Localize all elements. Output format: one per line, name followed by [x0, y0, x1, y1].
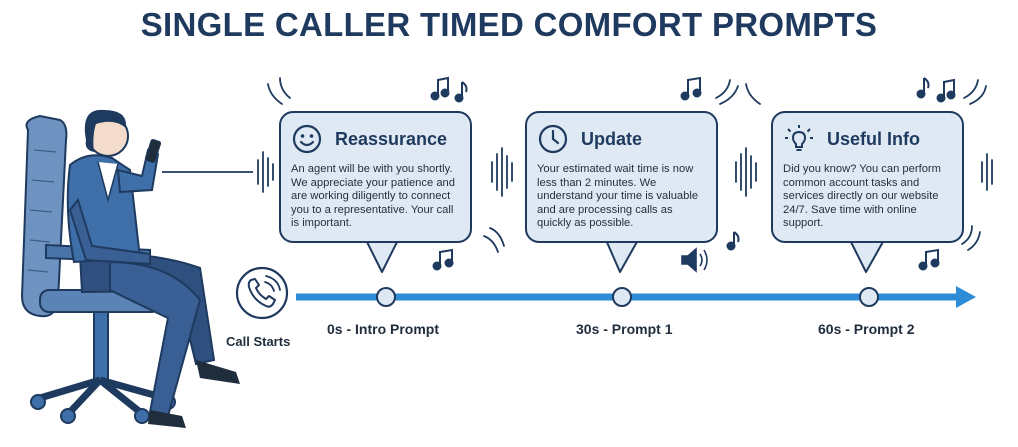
timeline-arrow-head — [956, 286, 976, 308]
timeline-label-30s: 30s - Prompt 1 — [576, 321, 673, 337]
prompt-bubble-update: Update Your estimated wait time is now l… — [525, 111, 718, 243]
prompt-title: Update — [581, 128, 643, 149]
prompt-text: Your estimated wait time is now less tha… — [537, 163, 699, 230]
phone-icon — [235, 266, 289, 320]
timeline-label-60s: 60s - Prompt 2 — [818, 321, 915, 337]
phone — [144, 139, 162, 163]
sound-wave-mid-1 — [491, 147, 513, 197]
timeline-node-0s — [376, 287, 396, 307]
call-starts-label: Call Starts — [226, 334, 291, 349]
prompt-bubble-useful-info: Useful Info Did you know? You can perfor… — [771, 111, 964, 243]
sound-wave-left — [257, 151, 274, 193]
seated-caller-illustration — [20, 109, 240, 428]
sound-arcs — [267, 77, 987, 253]
bubble-tails — [365, 239, 885, 273]
prompt-text: An agent will be with you shortly. We ap… — [291, 163, 455, 230]
sound-wave-right — [981, 153, 993, 191]
page-title: SINGLE CALLER TIMED COMFORT PROMPTS — [140, 6, 878, 43]
chair-back — [20, 114, 68, 318]
timeline-node-30s — [612, 287, 632, 307]
lightbulb-icon — [785, 125, 813, 151]
timeline-node-60s — [859, 287, 879, 307]
smiley-icon — [292, 124, 322, 154]
prompt-title: Reassurance — [335, 128, 448, 149]
prompt-text: Did you know? You can perform common acc… — [783, 163, 941, 230]
prompt-title: Useful Info — [827, 128, 920, 149]
music-note-icon — [430, 76, 956, 271]
prompt-bubble-reassurance: Reassurance An agent will be with you sh… — [279, 111, 472, 243]
speaker-icon — [681, 247, 708, 273]
clock-icon — [538, 124, 568, 154]
timeline-label-0s: 0s - Intro Prompt — [327, 321, 440, 337]
sound-wave-mid-2 — [735, 147, 757, 197]
